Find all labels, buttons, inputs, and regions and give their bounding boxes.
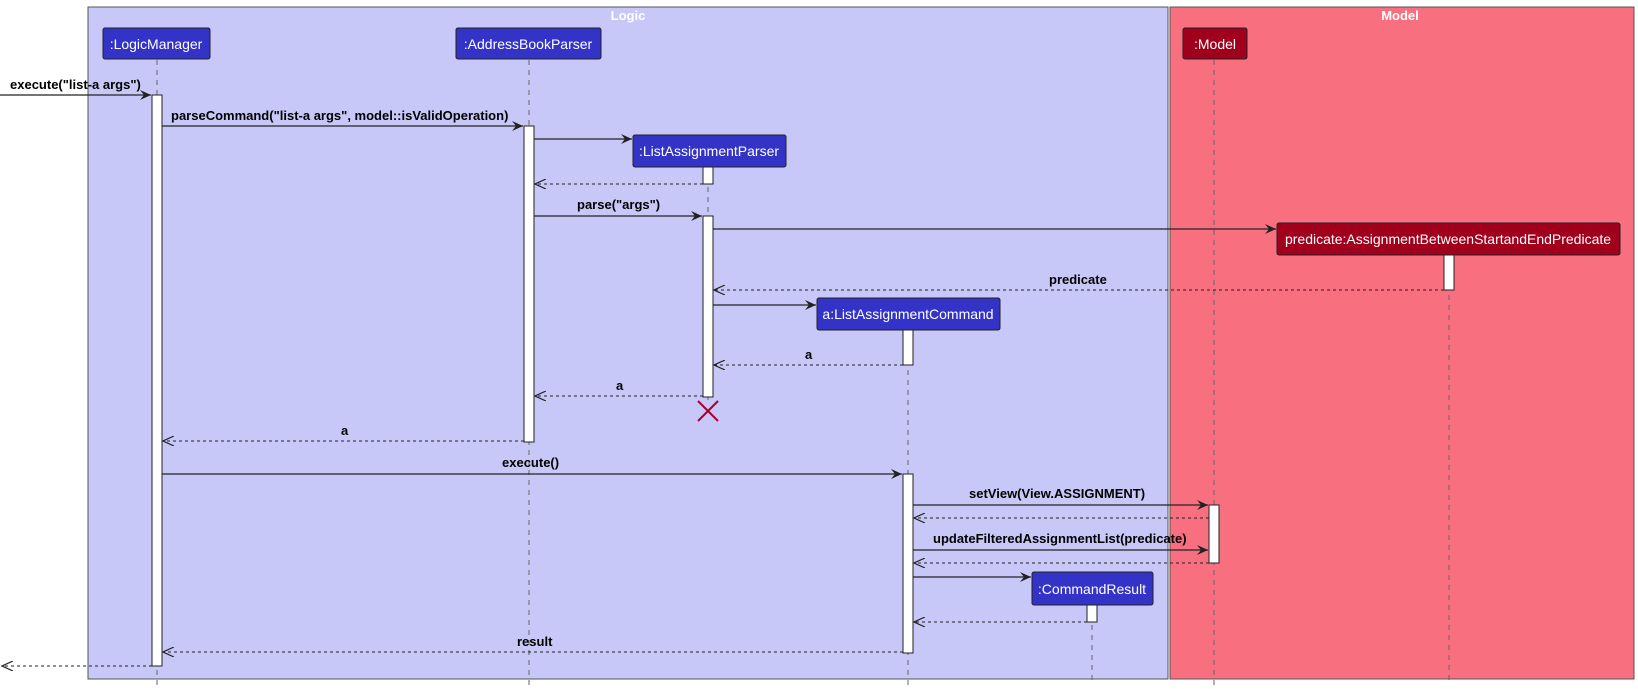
label-set-view: setView(View.ASSIGNMENT) (969, 486, 1145, 501)
participant-logic-manager (102, 27, 211, 60)
label-result-return: result (517, 634, 553, 649)
activation-list-assignment-parser-init (702, 166, 714, 185)
participant-model-label: :Model (1194, 36, 1236, 52)
model-group (1169, 6, 1635, 680)
activation-address-book-parser (523, 125, 535, 443)
activation-list-assignment-command-execute (902, 473, 914, 654)
participant-address-book-parser (455, 27, 602, 60)
label-predicate-return: predicate (1049, 272, 1107, 287)
label-parser-return: a (616, 378, 624, 393)
participant-command-result (1031, 571, 1154, 606)
logic-group (87, 6, 1169, 680)
participant-command-result-label: :CommandResult (1038, 581, 1146, 597)
label-execute: execute() (502, 455, 559, 470)
logic-group-title: Logic (611, 8, 646, 23)
participant-predicate-label: predicate:AssignmentBetweenStartandEndPr… (1285, 231, 1611, 247)
label-parse-args: parse("args") (577, 197, 660, 212)
participant-model (1182, 27, 1248, 60)
activation-predicate (1443, 254, 1455, 291)
label-parse-command: parseCommand("list-a args", model::isVal… (171, 108, 508, 123)
label-command-return: a (805, 347, 813, 362)
activation-command-result (1086, 604, 1098, 623)
model-group-title: Model (1381, 8, 1419, 23)
activation-logic-manager (151, 94, 163, 667)
participant-list-assignment-parser-label: :ListAssignmentParser (639, 143, 779, 159)
label-update-filtered: updateFilteredAssignmentList(predicate) (933, 531, 1187, 546)
destroy-mark (697, 400, 719, 422)
label-book-parser-return: a (341, 423, 349, 438)
activation-list-assignment-command-init (902, 329, 914, 366)
activation-model (1208, 504, 1220, 564)
participant-list-assignment-command (816, 297, 1001, 331)
participant-list-assignment-command-label: a:ListAssignmentCommand (822, 306, 993, 322)
participant-list-assignment-parser (632, 134, 787, 168)
activation-list-assignment-parser-parse (702, 215, 714, 398)
participant-predicate (1276, 222, 1621, 256)
participant-logic-manager-label: :LogicManager (110, 36, 203, 52)
label-execute-call: execute("list-a args") (10, 77, 141, 92)
participant-address-book-parser-label: :AddressBookParser (464, 36, 593, 52)
